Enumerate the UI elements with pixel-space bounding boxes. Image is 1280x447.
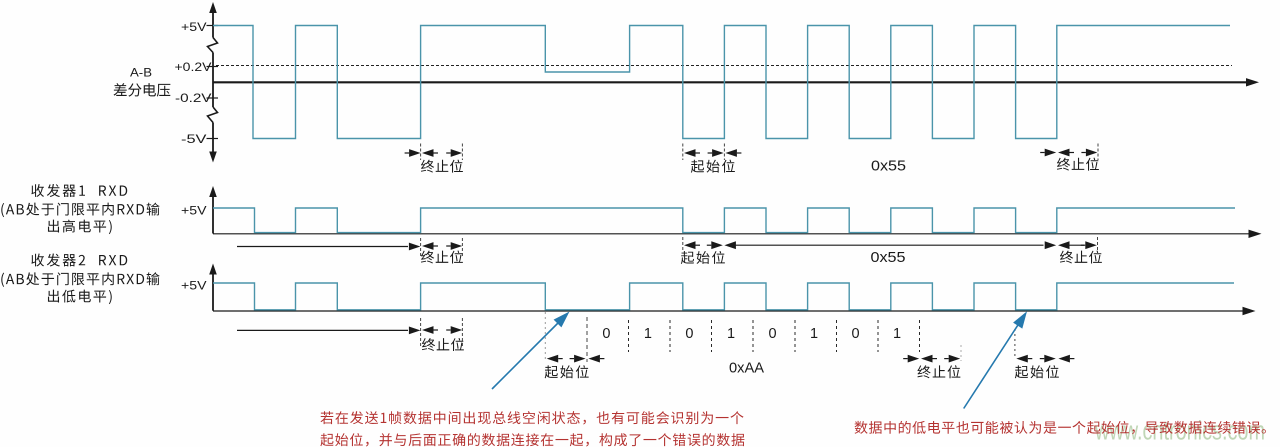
svg-text:1: 1 — [810, 326, 818, 342]
svg-text:0xAA: 0xAA — [729, 359, 764, 376]
svg-text:+5V: +5V — [181, 204, 207, 218]
svg-text:0x55: 0x55 — [871, 157, 906, 174]
svg-text:1: 1 — [644, 326, 652, 342]
svg-text:0x55: 0x55 — [871, 249, 906, 266]
svg-text:0: 0 — [851, 326, 859, 342]
svg-text:-5V: -5V — [181, 132, 207, 146]
svg-text:0: 0 — [685, 326, 693, 342]
svg-text:1: 1 — [893, 326, 901, 342]
svg-text:0: 0 — [768, 326, 776, 342]
svg-text:-0.2V: -0.2V — [175, 91, 212, 105]
svg-text:+5V: +5V — [181, 20, 207, 34]
svg-text:+0.2V: +0.2V — [175, 60, 212, 74]
svg-text:0: 0 — [602, 326, 610, 342]
svg-text:+5V: +5V — [181, 279, 207, 293]
svg-text:1: 1 — [727, 326, 735, 342]
svg-text:A-B: A-B — [130, 65, 152, 79]
